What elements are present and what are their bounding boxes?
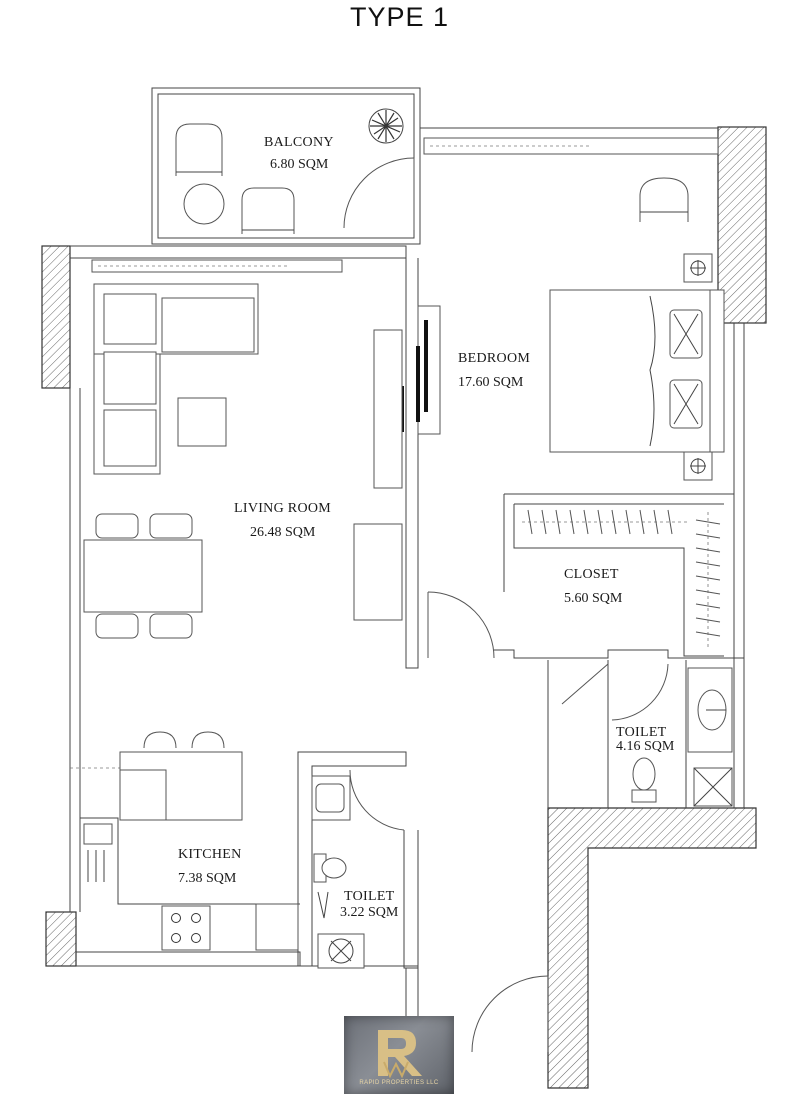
sofa bbox=[93, 283, 259, 475]
balcony-chair-top bbox=[175, 123, 223, 176]
nightstand-lamp-top-icon bbox=[683, 253, 713, 283]
wall-living-left bbox=[69, 388, 81, 912]
bedroom-chair bbox=[639, 177, 689, 222]
wall-right bbox=[733, 323, 745, 808]
water-heater bbox=[317, 933, 365, 969]
toilet-master-door bbox=[561, 663, 669, 721]
wall-toilet-master bbox=[547, 660, 687, 808]
sideboard bbox=[353, 523, 403, 621]
toilet-bowl-master bbox=[631, 757, 657, 803]
toilet-guest-label: TOILET bbox=[344, 889, 395, 904]
bedroom-label: BEDROOM bbox=[458, 351, 530, 366]
kitchen-label: KITCHEN bbox=[178, 847, 242, 862]
wall-toilet-master-top bbox=[494, 649, 744, 659]
watermark-logo: RAPID PROPERTIES LLC bbox=[344, 1016, 454, 1094]
structural-column-bottom-left bbox=[45, 911, 77, 967]
living-room-label: LIVING ROOM bbox=[234, 501, 331, 516]
toilet-master-area: 4.16 SQM bbox=[616, 739, 675, 754]
kitchen-island bbox=[119, 751, 243, 821]
bedroom-area: 17.60 SQM bbox=[458, 375, 524, 390]
bed bbox=[549, 289, 725, 453]
plan-title: TYPE 1 bbox=[349, 2, 450, 32]
nightstand-lamp-bottom-icon bbox=[683, 451, 713, 481]
wall-living-bedroom bbox=[405, 258, 419, 669]
living-window bbox=[91, 259, 343, 273]
wall-entry-left bbox=[405, 968, 419, 1016]
bar-stools bbox=[143, 731, 225, 749]
balcony-area: 6.80 SQM bbox=[270, 157, 329, 172]
balcony-door-swing bbox=[343, 157, 415, 229]
cooktop-icon bbox=[161, 905, 211, 951]
structural-column-top-left bbox=[41, 245, 71, 389]
balcony-chair-bottom bbox=[241, 187, 295, 234]
wall-balcony-right bbox=[406, 130, 421, 245]
closet-walls bbox=[503, 493, 734, 657]
toilet-bowl-guest bbox=[313, 853, 347, 883]
entry-door-swing bbox=[471, 975, 549, 1053]
living-room-area: 26.48 SQM bbox=[250, 525, 316, 540]
structural-column-top-right bbox=[717, 126, 767, 324]
closet-label: CLOSET bbox=[564, 567, 619, 582]
kitchen-area: 7.38 SQM bbox=[178, 871, 237, 886]
wall-kitchen-bottom bbox=[76, 951, 301, 967]
toilet-master-label: TOILET bbox=[616, 725, 667, 740]
closet-area: 5.60 SQM bbox=[564, 591, 623, 606]
kitchen-counter bbox=[80, 817, 300, 905]
fridge bbox=[255, 903, 299, 951]
balcony-label: BALCONY bbox=[264, 135, 334, 150]
watermark-emblem-icon bbox=[378, 1030, 422, 1079]
wall-living-top bbox=[70, 245, 407, 259]
wall-toilet-guest-right bbox=[403, 830, 419, 969]
closet-hangers-side bbox=[695, 512, 721, 650]
tv-unit bbox=[373, 329, 403, 489]
shower-master bbox=[693, 767, 733, 807]
watermark-text: RAPID PROPERTIES LLC bbox=[359, 1080, 439, 1086]
closet-hangers-top bbox=[522, 509, 688, 535]
bedroom-wardrobe-slot bbox=[417, 305, 441, 435]
washbasin-master bbox=[687, 667, 733, 753]
bedroom-door-swing bbox=[427, 591, 495, 659]
toilet-guest-door bbox=[349, 769, 405, 831]
dining-table bbox=[83, 513, 203, 639]
balcony-table bbox=[183, 183, 225, 225]
wall-toilet-guest bbox=[297, 751, 407, 967]
toilet-guest-area: 3.22 SQM bbox=[340, 905, 399, 920]
washbasin-guest bbox=[311, 775, 351, 821]
structural-wall-bottom-right bbox=[547, 807, 757, 1089]
plant-icon bbox=[368, 108, 404, 144]
coffee-table bbox=[177, 397, 227, 447]
